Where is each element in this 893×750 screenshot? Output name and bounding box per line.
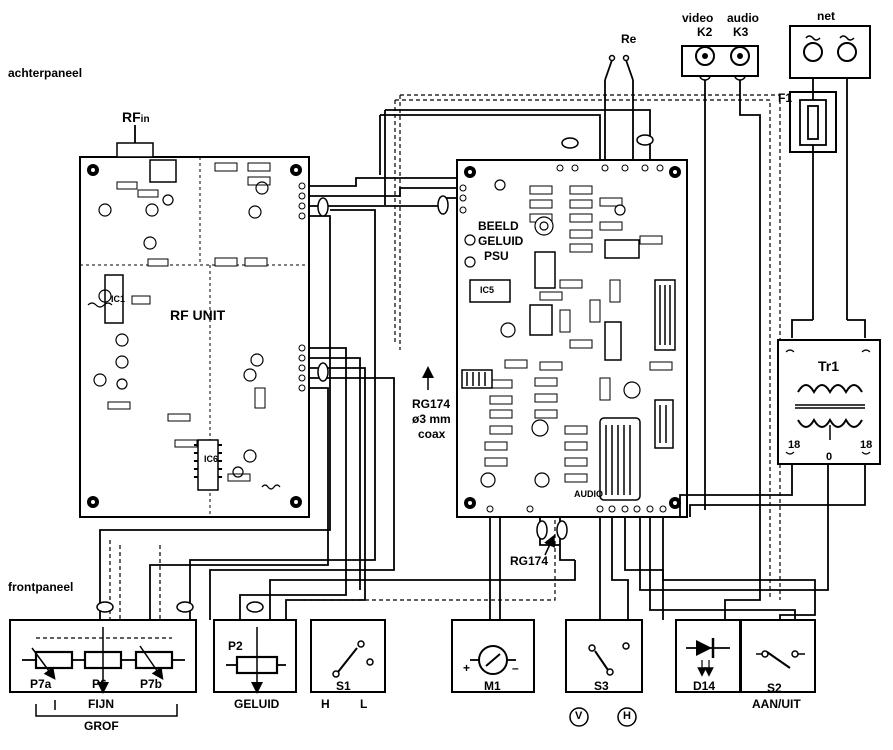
video-k2-connector <box>681 45 759 77</box>
aan-uit-label: AAN/UIT <box>752 697 801 711</box>
rg174-label-top: RG174 <box>412 397 451 411</box>
m1-label: M1 <box>484 679 501 693</box>
re-label: Re <box>621 32 637 46</box>
led-d14 <box>675 619 741 693</box>
psu-title: PSU <box>484 249 509 263</box>
k3-label: K3 <box>733 25 749 39</box>
tap-18-right: 18 <box>860 439 873 451</box>
s3-h-label: H <box>623 710 631 722</box>
ic1-label: IC1 <box>111 294 126 304</box>
rf-in-label: RFin <box>122 110 150 125</box>
grof-label: GROF <box>84 719 119 733</box>
p2-label: P2 <box>228 639 243 653</box>
frontpaneel-label: frontpaneel <box>8 580 74 594</box>
p6-label: P6 <box>92 677 107 691</box>
p7a-label: P7a <box>30 677 52 691</box>
audio-label: audio <box>727 11 759 25</box>
audio-pcb-label: AUDIO <box>574 489 603 499</box>
tap-18-left: 18 <box>788 439 801 451</box>
switch-s2 <box>740 619 816 693</box>
beeld-title: BEELD <box>478 219 519 233</box>
net-label: net <box>817 9 835 23</box>
net-connector <box>789 25 871 79</box>
s1-label: S1 <box>336 679 351 693</box>
fuse-f1 <box>789 91 837 153</box>
video-label: video <box>682 11 714 25</box>
s1-l-label: L <box>360 697 368 711</box>
p7b-label: P7b <box>140 677 163 691</box>
s1-h-label: H <box>321 697 330 711</box>
geluid-psu-title: GELUID <box>478 234 524 248</box>
re-connector <box>604 54 634 81</box>
ic6-label: IC6 <box>204 454 219 464</box>
rf-in-sub: in <box>140 114 150 125</box>
fijn-label: FIJN <box>88 697 115 711</box>
rf-unit-title: RF UNIT <box>170 307 226 323</box>
rg174-coax: coax <box>418 427 446 441</box>
tap-0: 0 <box>826 451 833 463</box>
s3-v-label: V <box>575 710 583 722</box>
switch-s1 <box>310 619 386 693</box>
tr1-label: Tr1 <box>818 358 840 374</box>
main-pcb <box>456 159 688 518</box>
rg174-diameter: ø3 mm <box>412 412 451 426</box>
achterpaneel-label: achterpaneel <box>8 66 83 80</box>
ic5-label: IC5 <box>480 285 495 295</box>
pot-group-p7-p6 <box>9 619 197 717</box>
m1-minus: – <box>512 661 519 675</box>
s2-label: S2 <box>767 681 782 695</box>
k2-label: K2 <box>697 25 713 39</box>
rg174-label-bottom: RG174 <box>510 554 549 568</box>
transformer-tr1 <box>777 339 881 465</box>
f1-label: F1 <box>778 91 793 105</box>
pot-p2 <box>213 619 297 694</box>
geluid-label: GELUID <box>234 697 280 711</box>
rf-in-text: RF <box>122 109 141 125</box>
rf-unit-pcb <box>79 142 310 518</box>
meter-m1 <box>451 619 535 693</box>
switch-s3 <box>565 619 643 727</box>
s3-label: S3 <box>594 679 609 693</box>
d14-label: D14 <box>693 679 716 693</box>
m1-plus: + <box>463 661 471 675</box>
